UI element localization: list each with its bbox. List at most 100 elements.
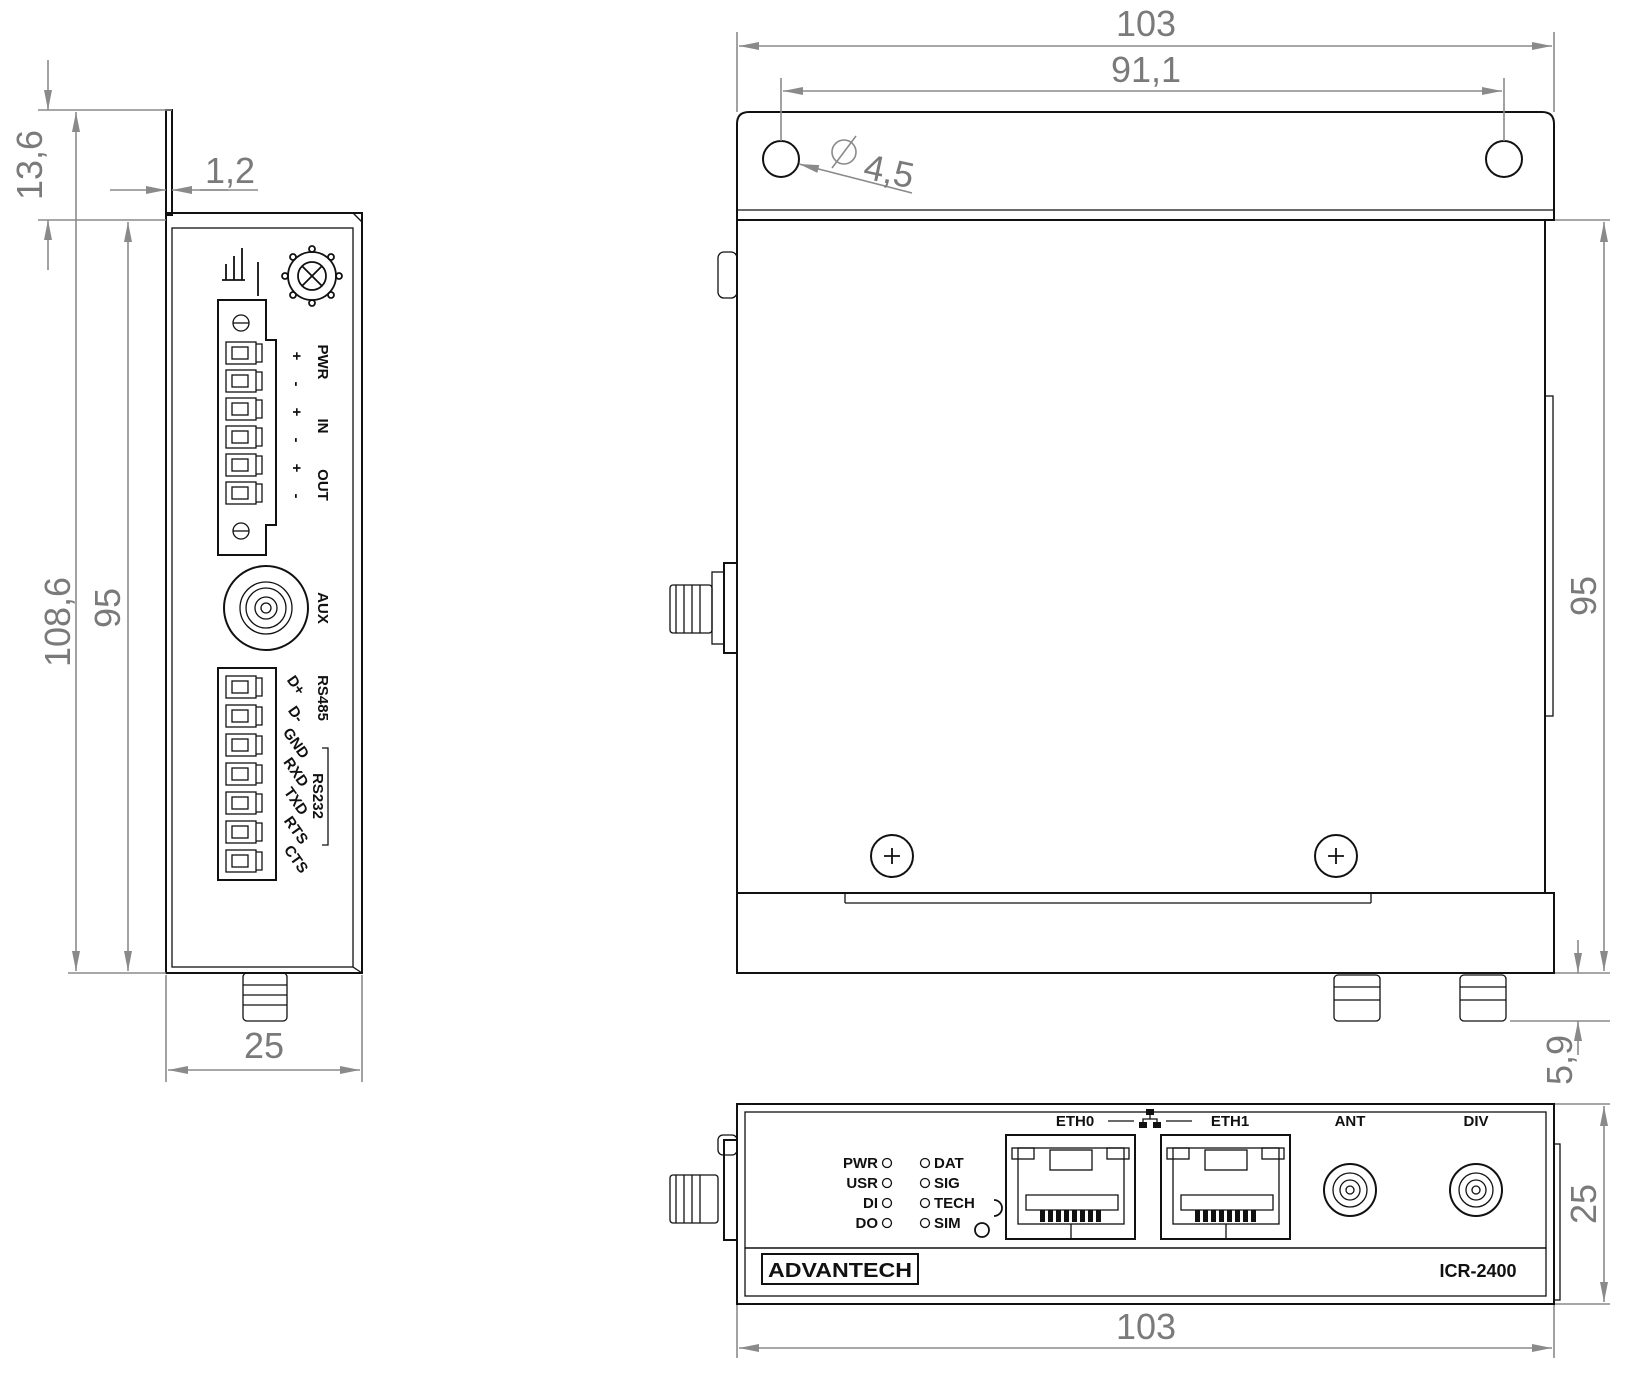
led-label: TECH: [934, 1195, 975, 1212]
led-indicator: [881, 1177, 893, 1189]
terminal-pin: [225, 762, 257, 786]
side-bottom-connector: [242, 972, 288, 1022]
side-body-outline: [165, 212, 363, 974]
brand-logo-box: [761, 1253, 919, 1285]
terminal-pin: [225, 791, 257, 815]
mount-hole-left: [762, 140, 800, 178]
side-view: PWR IN OUT +-+-+- AUX D+D-GNDRXDTXDRTSCT…: [9, 60, 363, 1082]
label-in: IN: [314, 419, 331, 434]
dim-left-body: 95: [87, 588, 128, 628]
dim-connector-offset: 5,9: [1539, 1035, 1580, 1085]
dim-front-width: 103: [1116, 1306, 1176, 1347]
led-label: SIG: [934, 1175, 960, 1192]
dim-left-top: 13,6: [9, 130, 50, 200]
div-connector[interactable]: [1449, 1163, 1503, 1217]
polarity-mark: +: [288, 352, 305, 361]
terminal-pin: [225, 704, 257, 728]
front-side-connector: [669, 1134, 738, 1241]
top-bottom-connector-2: [1459, 974, 1507, 1022]
screw-left-icon: [870, 834, 914, 878]
led-label: SIM: [934, 1215, 961, 1232]
power-terminal-block: [217, 299, 277, 556]
terminal-pin: [225, 341, 257, 365]
dim-hole-spacing: 91,1: [1111, 49, 1181, 90]
led-indicator: [881, 1197, 893, 1209]
eth0-port[interactable]: [1005, 1134, 1136, 1240]
label-ant: ANT: [1335, 1113, 1366, 1130]
label-eth1: ETH1: [1211, 1113, 1249, 1130]
serial-pin-label: TXD: [280, 784, 311, 818]
serial-pin-label: CTS: [280, 842, 311, 876]
terminal-pin: [225, 453, 257, 477]
terminal-pin: [225, 733, 257, 757]
side-mounting-flange: [165, 109, 173, 216]
polarity-mark: +: [288, 464, 305, 473]
ant-connector[interactable]: [1323, 1163, 1377, 1217]
antenna-symbol-icon: [222, 248, 259, 296]
top-mounting-plate: [736, 111, 1555, 221]
led-indicator: [919, 1157, 931, 1169]
top-dimensions: 103 91,1 4,5 95 5,9: [736, 3, 1610, 1085]
label-pwr: PWR: [314, 345, 331, 380]
label-aux: AUX: [314, 592, 331, 624]
terminal-pin: [225, 397, 257, 421]
label-div: DIV: [1463, 1113, 1488, 1130]
reset-button-icon[interactable]: [974, 1199, 1003, 1238]
terminal-pin: [225, 675, 257, 699]
led-group-left: PWR USR DI DO: [843, 1155, 893, 1232]
led-indicator: [881, 1157, 893, 1169]
dim-top-width: 103: [1116, 3, 1176, 44]
aux-connector: AUX: [223, 565, 331, 651]
top-side-connector: [669, 562, 738, 654]
led-indicator: [919, 1197, 931, 1209]
polarity-mark: +: [288, 408, 305, 417]
top-body-outline: [736, 219, 1546, 894]
dim-right-body: 95: [1563, 576, 1604, 616]
network-icon: [1108, 1109, 1192, 1128]
eth1-port[interactable]: [1160, 1134, 1291, 1240]
dim-front-height: 25: [1563, 1184, 1604, 1224]
model-name: ICR-2400: [1439, 1261, 1516, 1281]
led-label: USR: [846, 1175, 878, 1192]
top-view: 103 91,1 4,5 95 5,9: [669, 3, 1610, 1085]
serial-pin-label: D-: [284, 703, 307, 726]
dim-left-width: 25: [244, 1025, 284, 1066]
serial-pin-label: RTS: [280, 813, 311, 847]
polarity-mark: -: [288, 494, 305, 499]
label-rs485: RS485: [314, 675, 331, 721]
screw-right-icon: [1314, 834, 1358, 878]
ground-screw-icon: [281, 245, 343, 307]
terminal-pin: [225, 820, 257, 844]
dim-left-total: 108,6: [37, 577, 78, 667]
top-bottom-connector-1: [1333, 974, 1381, 1022]
serial-terminal-block: [217, 667, 277, 881]
terminal-pin: [225, 425, 257, 449]
dim-hole-diameter: 4,5: [860, 146, 917, 197]
led-indicator: [881, 1217, 893, 1229]
dim-left-thickness: 1,2: [205, 150, 255, 191]
front-dimensions: 25 103: [736, 1103, 1610, 1358]
label-out: OUT: [314, 469, 331, 501]
top-front-strip: [736, 892, 1555, 974]
led-indicator: [919, 1177, 931, 1189]
side-dimensions: 13,6 1,2 108,6 95 25: [9, 60, 363, 1082]
mount-hole-right: [1485, 140, 1523, 178]
led-label: DI: [863, 1195, 878, 1212]
terminal-pin: [225, 481, 257, 505]
serial-pin-label: D+: [283, 673, 308, 699]
terminal-pin: [225, 849, 257, 873]
brand-logo: ADVANTECH: [768, 1260, 912, 1282]
polarity-mark: -: [288, 438, 305, 443]
polarity-mark: -: [288, 382, 305, 387]
led-indicator: [919, 1217, 931, 1229]
terminal-pin: [225, 369, 257, 393]
led-label: PWR: [843, 1155, 878, 1172]
led-label: DO: [856, 1215, 879, 1232]
led-label: DAT: [934, 1155, 964, 1172]
power-labels: PWR IN OUT + - + - + -: [288, 345, 331, 501]
label-rs232: RS232: [309, 773, 326, 819]
led-group-right: DAT SIG TECH SIM: [919, 1155, 975, 1232]
